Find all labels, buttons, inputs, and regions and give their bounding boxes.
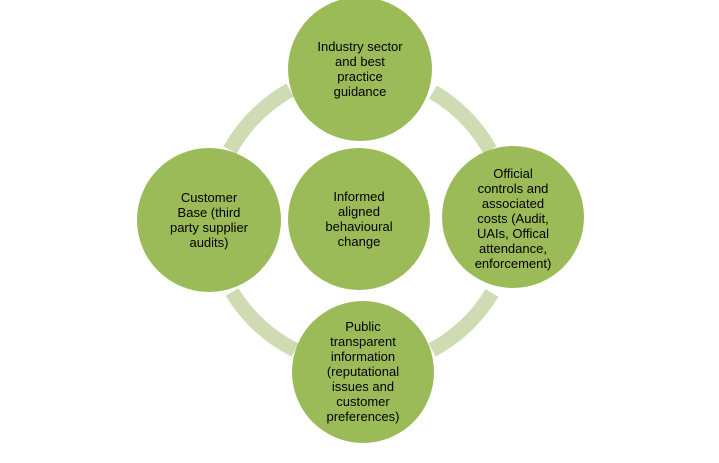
node-right-circle [442, 146, 584, 288]
node-left-label: Customer Base (third party supplier audi… [169, 190, 249, 250]
node-top-label: Industry sector and best practice guidan… [317, 39, 403, 99]
cycle-ring [223, 83, 499, 357]
ring-arc-bottom-left [225, 287, 299, 357]
ring-arc-left-top [223, 83, 294, 154]
node-right-label: Official controls and associated costs (… [474, 165, 552, 271]
node-center-circle [288, 148, 430, 290]
node-top-circle [288, 0, 432, 141]
node-center-label: Informed aligned behavioural change [325, 189, 393, 249]
ring-arc-right-bottom [428, 288, 499, 357]
ring-arc-top-right [429, 85, 497, 154]
node-bottom-circle [292, 301, 434, 443]
node-left-circle [137, 148, 281, 292]
node-bottom-label: Public transparent information (reputati… [326, 318, 400, 424]
